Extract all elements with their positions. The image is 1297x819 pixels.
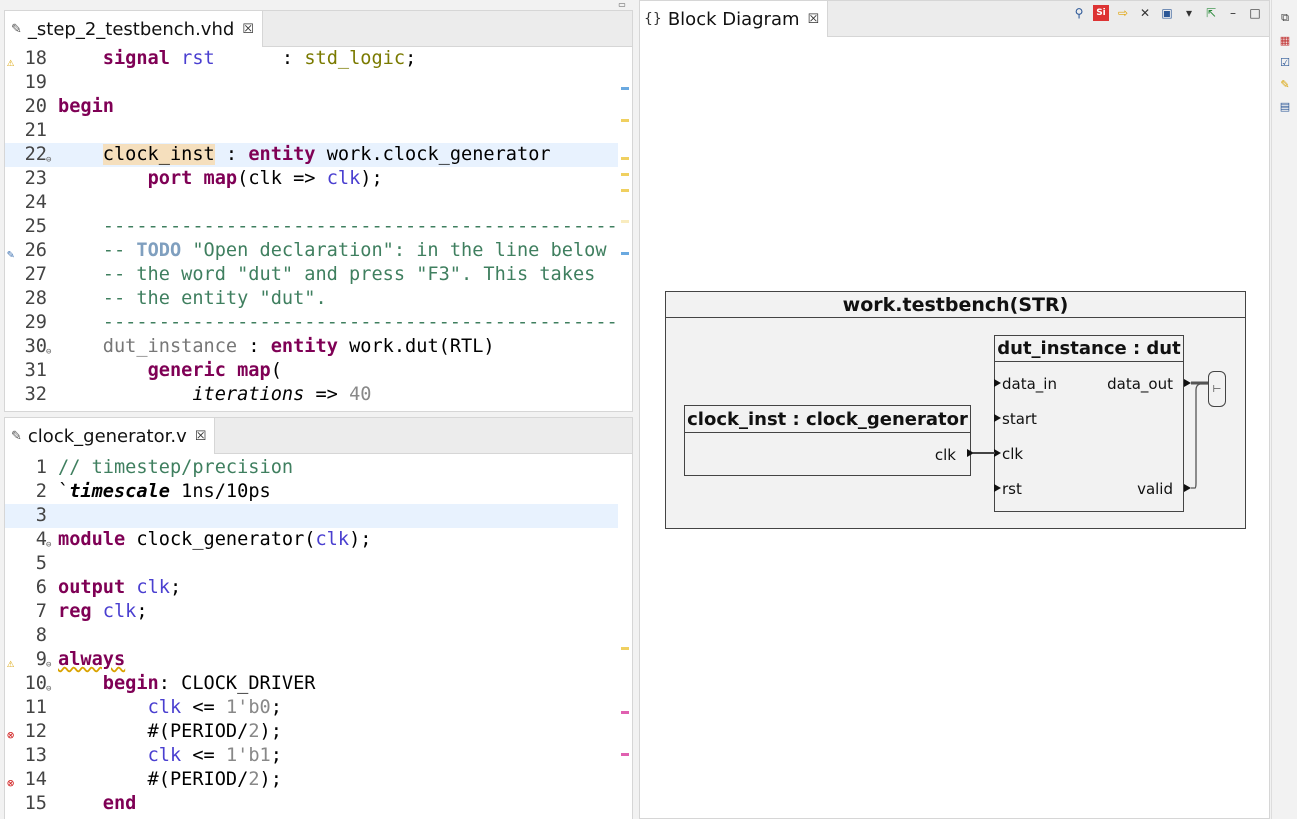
clock-inst-block[interactable]: clock_inst : clock_generator clk — [684, 405, 971, 476]
close-icon[interactable]: ☒ — [194, 428, 207, 444]
tasks-view-icon[interactable]: ☑ — [1280, 55, 1290, 69]
export-icon[interactable]: ⇱ — [1205, 6, 1217, 20]
dut-port-start: start — [1002, 410, 1037, 428]
dut-port-data-in: data_in — [1002, 375, 1057, 393]
code-line: 25 -------------------------------------… — [24, 216, 618, 237]
bus-joiner[interactable]: ⊢ — [1208, 371, 1226, 407]
code-line: 5 — [35, 553, 47, 574]
code-line: ⊗14 #(PERIOD/2); — [5, 768, 618, 792]
code-line: 13 clk <= 1'b1; — [24, 745, 282, 766]
tab-clock-generator-v-label: clock_generator.v — [27, 425, 187, 447]
vhdl-editor-pane: ✎ _step_2_testbench.vhd ☒ ⚠18 signal rst… — [4, 10, 633, 412]
save-icon[interactable]: ▣ — [1161, 6, 1173, 20]
fold-icon[interactable]: ⊖ — [46, 155, 52, 165]
verilog-editor-pane: ✎ clock_generator.v ☒ 1// timestep/preci… — [4, 417, 633, 819]
menu-icon[interactable]: ▾ — [1185, 6, 1193, 20]
verilog-editor-tabbar: ✎ clock_generator.v ☒ — [5, 418, 632, 454]
code-line: 27 -- the word "dut" and press "F3". Thi… — [24, 264, 596, 285]
clock-inst-block-title: clock_inst : clock_generator — [685, 406, 970, 433]
vhdl-editor-tabbar: ✎ _step_2_testbench.vhd ☒ — [5, 11, 632, 47]
outline-view-icon[interactable]: ▦ — [1279, 33, 1291, 47]
close-icon[interactable]: ☒ — [807, 11, 820, 27]
error-icon: ⊗ — [7, 776, 15, 790]
code-line: ⊗12 #(PERIOD/2); — [5, 720, 618, 744]
code-line: 32 iterations => 40 — [24, 384, 372, 405]
diagram-toolbar: ⚲ Si ⇨ ✕ ▣ ▾ ⇱ – □ — [1071, 5, 1263, 21]
clock-port-clk: clk — [934, 446, 956, 464]
vertical-sash[interactable] — [633, 0, 639, 819]
code-line: 1// timestep/precision — [35, 457, 294, 478]
si-icon[interactable]: Si — [1093, 5, 1109, 21]
tab-clock-generator-v[interactable]: ✎ clock_generator.v ☒ — [5, 418, 216, 454]
tab-testbench-vhd[interactable]: ✎ _step_2_testbench.vhd ☒ — [5, 11, 263, 47]
code-line-current: 22⊖ clock_inst : entity work.clock_gener… — [5, 143, 618, 167]
fold-icon[interactable]: ⊖ — [46, 684, 52, 694]
clock-port-arrow — [967, 449, 974, 457]
dut-port-rst: rst — [1002, 480, 1022, 498]
bus-joiner-glyph: ⊢ — [1212, 383, 1222, 395]
dut-port-data-out: data_out — [1107, 375, 1173, 393]
editor-sash[interactable] — [4, 412, 633, 417]
tab-testbench-vhd-label: _step_2_testbench.vhd — [27, 18, 235, 40]
error-icon: ⊗ — [7, 728, 15, 742]
warning-icon: ⚠ — [7, 656, 15, 670]
overview-ruler[interactable] — [618, 454, 632, 819]
link-editor-icon[interactable]: ⚲ — [1074, 6, 1084, 20]
block-diagram-pane: {} Block Diagram ☒ ⚲ Si ⇨ ✕ ▣ ▾ ⇱ – □ wo… — [639, 0, 1270, 819]
warning-icon: ⚠ — [7, 55, 15, 69]
diagram-canvas[interactable]: work.testbench(STR) clock_inst : clock_g… — [640, 37, 1269, 818]
block-diagram-tabbar: {} Block Diagram ☒ ⚲ Si ⇨ ✕ ▣ ▾ ⇱ – □ — [640, 1, 1269, 37]
code-line: 19 — [24, 72, 47, 93]
code-line: 29 -------------------------------------… — [24, 312, 618, 333]
code-line: 31 generic map( — [24, 360, 282, 381]
code-line: 28 -- the entity "dut". — [24, 288, 327, 309]
code-line: 8 — [35, 625, 47, 646]
restore-icon[interactable]: ⧉ — [1281, 11, 1289, 24]
code-line: 15 end — [24, 793, 137, 814]
code-line: 23 port map(clk => clk); — [24, 168, 383, 189]
console-view-icon[interactable]: ▤ — [1279, 99, 1291, 113]
minimize-icon[interactable]: – — [1230, 6, 1236, 20]
dut-port-valid: valid — [1137, 480, 1173, 498]
dut-instance-block-title: dut_instance : dut — [995, 336, 1183, 362]
code-line: ✎26 -- TODO "Open declaration": in the l… — [5, 239, 618, 263]
dut-port-clk: clk — [1002, 445, 1024, 463]
testbench-block-title: work.testbench(STR) — [666, 292, 1245, 318]
maximize-icon[interactable]: □ — [1249, 6, 1261, 20]
code-line-current: 3 — [5, 504, 618, 528]
fit-icon[interactable]: ✕ — [1139, 6, 1151, 20]
problems-view-icon[interactable]: ✎ — [1280, 77, 1290, 91]
tab-block-diagram[interactable]: {} Block Diagram ☒ — [640, 1, 829, 37]
code-line: 30⊖ dut_instance : entity work.dut(RTL) — [5, 335, 618, 359]
verilog-code-area[interactable]: 1// timestep/precision 2`timescale 1ns/1… — [5, 454, 618, 819]
code-line: 11 clk <= 1'b0; — [24, 697, 282, 718]
code-line: 4⊖module clock_generator(clk); — [5, 528, 618, 552]
dut-instance-block[interactable]: dut_instance : dut data_in start clk rst… — [994, 335, 1191, 512]
code-line: 10⊖ begin: CLOCK_DRIVER — [5, 672, 618, 696]
code-line: ⚠18 signal rst : std_logic; — [5, 47, 618, 71]
close-icon[interactable]: ☒ — [242, 21, 254, 37]
code-line: 24 — [24, 192, 47, 213]
fold-icon[interactable]: ⊖ — [46, 540, 52, 550]
editor-view-controls: ▭ — [618, 0, 626, 9]
vhdl-file-icon: ✎ — [11, 21, 22, 37]
fold-icon[interactable]: ⊖ — [46, 660, 52, 670]
code-line: 2`timescale 1ns/10ps — [35, 481, 271, 502]
overview-ruler[interactable] — [618, 47, 632, 411]
fold-icon[interactable]: ⊖ — [46, 347, 52, 357]
tab-block-diagram-label: Block Diagram — [667, 8, 800, 30]
forward-icon[interactable]: ⇨ — [1117, 6, 1129, 20]
clk-wire — [973, 452, 995, 454]
task-icon: ✎ — [7, 247, 15, 261]
diagram-icon: {} — [644, 11, 662, 27]
right-trim-bar: ⧉ ▦ ☑ ✎ ▤ — [1271, 0, 1297, 819]
verilog-file-icon: ✎ — [11, 428, 22, 444]
code-line: ⚠9⊖always — [5, 648, 618, 672]
code-line: 21 — [24, 120, 47, 141]
